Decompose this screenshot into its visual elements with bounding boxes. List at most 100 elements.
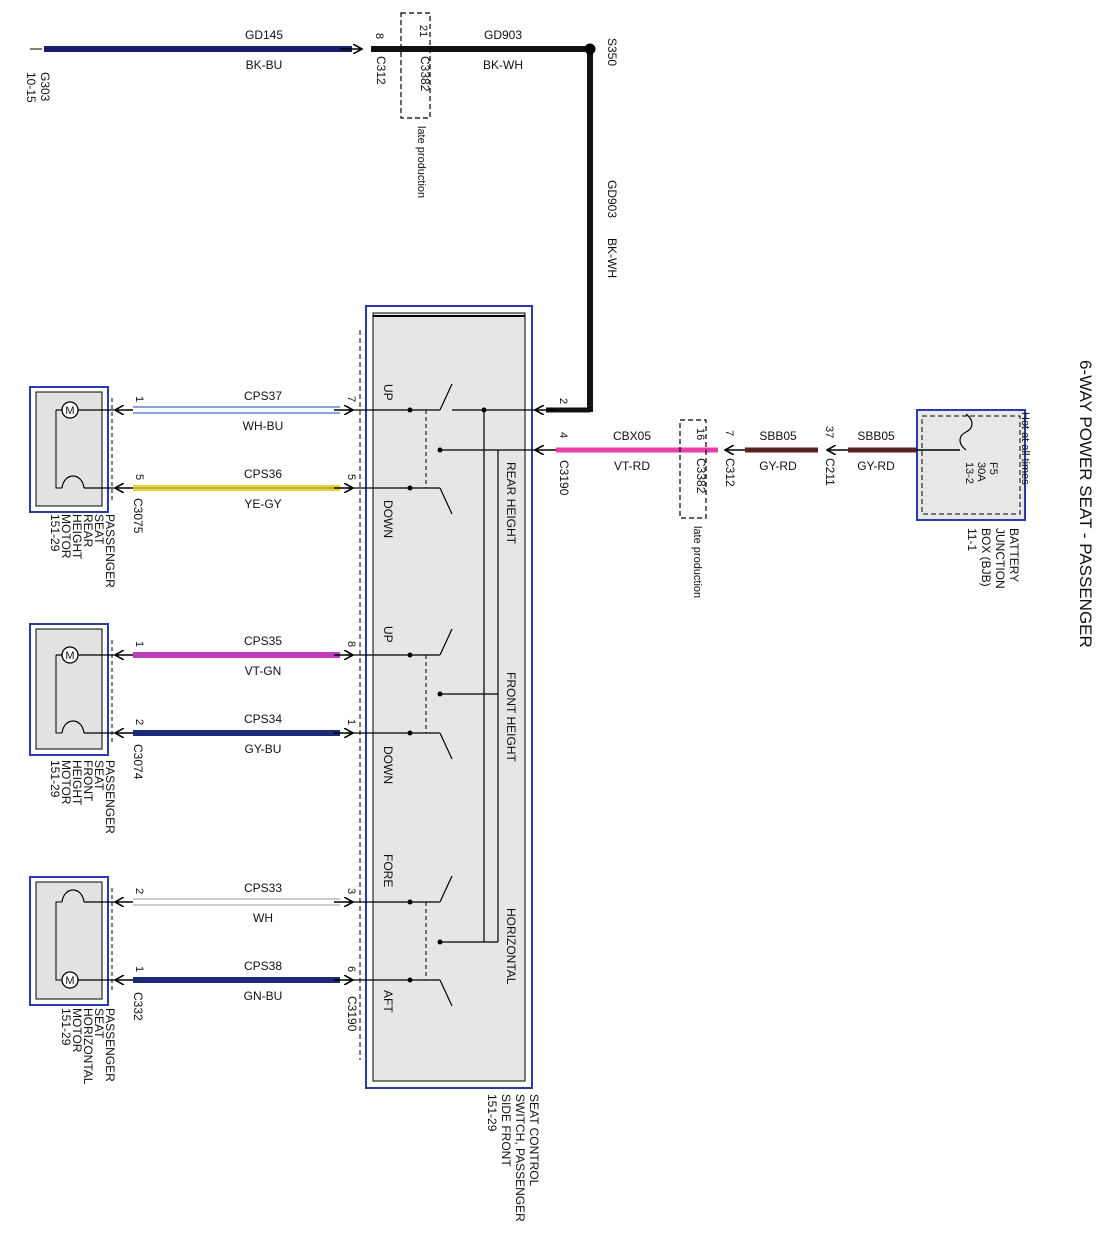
- cps37-motor-pin: 1: [133, 396, 145, 402]
- node-horiz-1: [407, 899, 413, 905]
- cps33-motor-pin: 2: [133, 888, 145, 894]
- motor-rear-name-5: MOTOR: [59, 514, 73, 559]
- c211-pin-37: 37: [823, 426, 835, 438]
- c211-label: C211: [823, 458, 837, 486]
- splice-s350-dot: [584, 43, 596, 55]
- motor-rear-height: M: [29, 386, 114, 513]
- motor-front-name-2: SEAT: [92, 760, 106, 791]
- gd903-vertical-circuit-label: GD903: [605, 180, 619, 218]
- motor-horizontal-name-5: 151-29: [59, 1008, 73, 1046]
- late-production-note-mid: late production: [691, 526, 703, 598]
- bjb-name-line-3: BOX (BJB): [979, 528, 993, 587]
- c3382-label-mid: C3382: [694, 458, 708, 494]
- cps38-switch-pin: 6: [345, 966, 357, 972]
- fuse-ref-label: 13-2: [963, 462, 975, 484]
- motor-horizontal-name-4: MOTOR: [70, 1008, 84, 1053]
- switch-name-line-1: SEAT CONTROL: [527, 1094, 541, 1187]
- motor-horizontal-limit-arc: [61, 889, 85, 903]
- motor-symbol-horizontal-letter: M: [65, 975, 74, 987]
- node-rear-2: [407, 485, 413, 491]
- bjb-name-line-4: 11-1: [965, 528, 979, 551]
- motor-symbol-front-letter: M: [65, 650, 74, 662]
- c3074-label: C3074: [131, 744, 145, 780]
- cps36-switch-pin: 5: [345, 474, 357, 480]
- motor-front-name-4: HEIGHT: [70, 760, 84, 806]
- switch-label-up-front: UP: [381, 626, 395, 643]
- cps35-switch-pin: 8: [345, 641, 357, 647]
- node-rear-4: [481, 407, 487, 413]
- hot-at-all-times-note: Hot at all times: [1019, 412, 1031, 485]
- cps34-color-label: GY-BU: [245, 742, 282, 756]
- cps33-circuit-label: CPS33: [244, 881, 282, 895]
- lever-fore: [439, 875, 453, 903]
- switch-name-line-3: SIDE FRONT: [499, 1094, 513, 1167]
- motor-front-name-6: 151-29: [48, 760, 62, 798]
- c312-label-mid: C312: [723, 458, 737, 487]
- cps36-circuit-label: CPS36: [244, 467, 282, 481]
- motor-labels: C3075 C3074 C332 PASSENGER SEAT REAR HEI…: [48, 498, 145, 1085]
- wire-cps37: [133, 406, 340, 414]
- lever-aft: [439, 979, 453, 1007]
- sbb05-mid-circuit-label: SBB05: [759, 429, 797, 443]
- c3190-label-mid: C3190: [557, 460, 571, 496]
- fuse-f5-label: F5: [987, 462, 999, 475]
- motor-front-limit-arc: [61, 720, 85, 734]
- motor-rear-name-1: PASSENGER: [103, 514, 117, 588]
- node-front-2: [407, 730, 413, 736]
- motor-front-name-1: PASSENGER: [103, 760, 117, 834]
- motor-symbol-rear-letter: M: [65, 405, 74, 417]
- section-label-rear-height: REAR HEIGHT: [504, 462, 518, 545]
- node-horiz-2: [407, 977, 413, 983]
- switch-label-down-front: DOWN: [381, 746, 395, 784]
- wire-labels: CPS37 WH-BU CPS36 YE-GY CPS35 VT-GN CPS3…: [133, 389, 357, 1003]
- section-label-front-height: FRONT HEIGHT: [504, 672, 518, 762]
- cps35-color-label: VT-GN: [245, 664, 282, 678]
- c3382-pin-16: 16: [694, 428, 706, 440]
- cps34-switch-pin: 1: [345, 719, 357, 725]
- c332-label: C332: [131, 992, 145, 1021]
- wire-cps33: [133, 898, 340, 906]
- node-front-3: [437, 691, 443, 697]
- cps34-circuit-label: CPS34: [244, 712, 282, 726]
- switch-name-line-4: 151-29: [485, 1094, 499, 1132]
- c312-pin-7: 7: [723, 430, 735, 436]
- switch-label-aft: AFT: [381, 990, 395, 1013]
- diagram-title: 6-WAY POWER SEAT - PASSENGER: [1076, 360, 1095, 648]
- cps35-motor-pin: 1: [133, 641, 145, 647]
- connector-c3382-dashed-mid: [679, 419, 707, 519]
- switch-label-fore: FORE: [381, 854, 395, 887]
- c3382-pin-21: 21: [417, 25, 429, 37]
- ground-g303-label: G303: [38, 72, 52, 102]
- switch-label-up-rear: UP: [381, 384, 395, 401]
- motor-horizontal-name-1: PASSENGER: [103, 1008, 117, 1082]
- switch-name-line-2: SWITCH, PASSENGER: [513, 1094, 527, 1222]
- c3190-label-bottom: C3190: [345, 996, 359, 1032]
- lever-front-down: [439, 732, 453, 760]
- c3190-pin-2: 2: [557, 398, 569, 404]
- seat-control-switch: REAR HEIGHT FRONT HEIGHT HORIZONTAL UP D…: [345, 305, 541, 1222]
- node-rear-3: [437, 447, 443, 453]
- node-rear-1: [407, 407, 413, 413]
- bjb-name-line-2: JUNCTION: [993, 528, 1007, 589]
- late-production-note-top: late production: [415, 126, 427, 198]
- fuse-rating-label: 30A: [975, 462, 987, 482]
- gd903-vertical-color-label: BK-WH: [605, 238, 619, 278]
- c3075-label: C3075: [131, 498, 145, 534]
- node-horiz-3: [437, 939, 443, 945]
- bjb-name-line-1: BATTERY: [1007, 528, 1021, 582]
- sbb05-mid-color-label: GY-RD: [759, 459, 797, 473]
- motor-horizontal-name-3: HORIZONTAL: [81, 1008, 95, 1085]
- switch-label-down-rear: DOWN: [381, 500, 395, 538]
- cps35-circuit-label: CPS35: [244, 634, 282, 648]
- cps37-color-label: WH-BU: [243, 419, 284, 433]
- cps38-color-label: GN-BU: [244, 989, 283, 1003]
- c3190-pin-4: 4: [557, 432, 569, 438]
- sbb05-bjb-color-label: GY-RD: [857, 459, 895, 473]
- bjb-component-inner: [921, 415, 1021, 515]
- cps37-switch-pin: 7: [345, 396, 357, 402]
- motor-horizontal: M: [29, 876, 114, 1006]
- lever-rear-down: [439, 487, 453, 515]
- cps36-color-label: YE-GY: [244, 497, 281, 511]
- motor-rear-name-3: REAR: [81, 514, 95, 548]
